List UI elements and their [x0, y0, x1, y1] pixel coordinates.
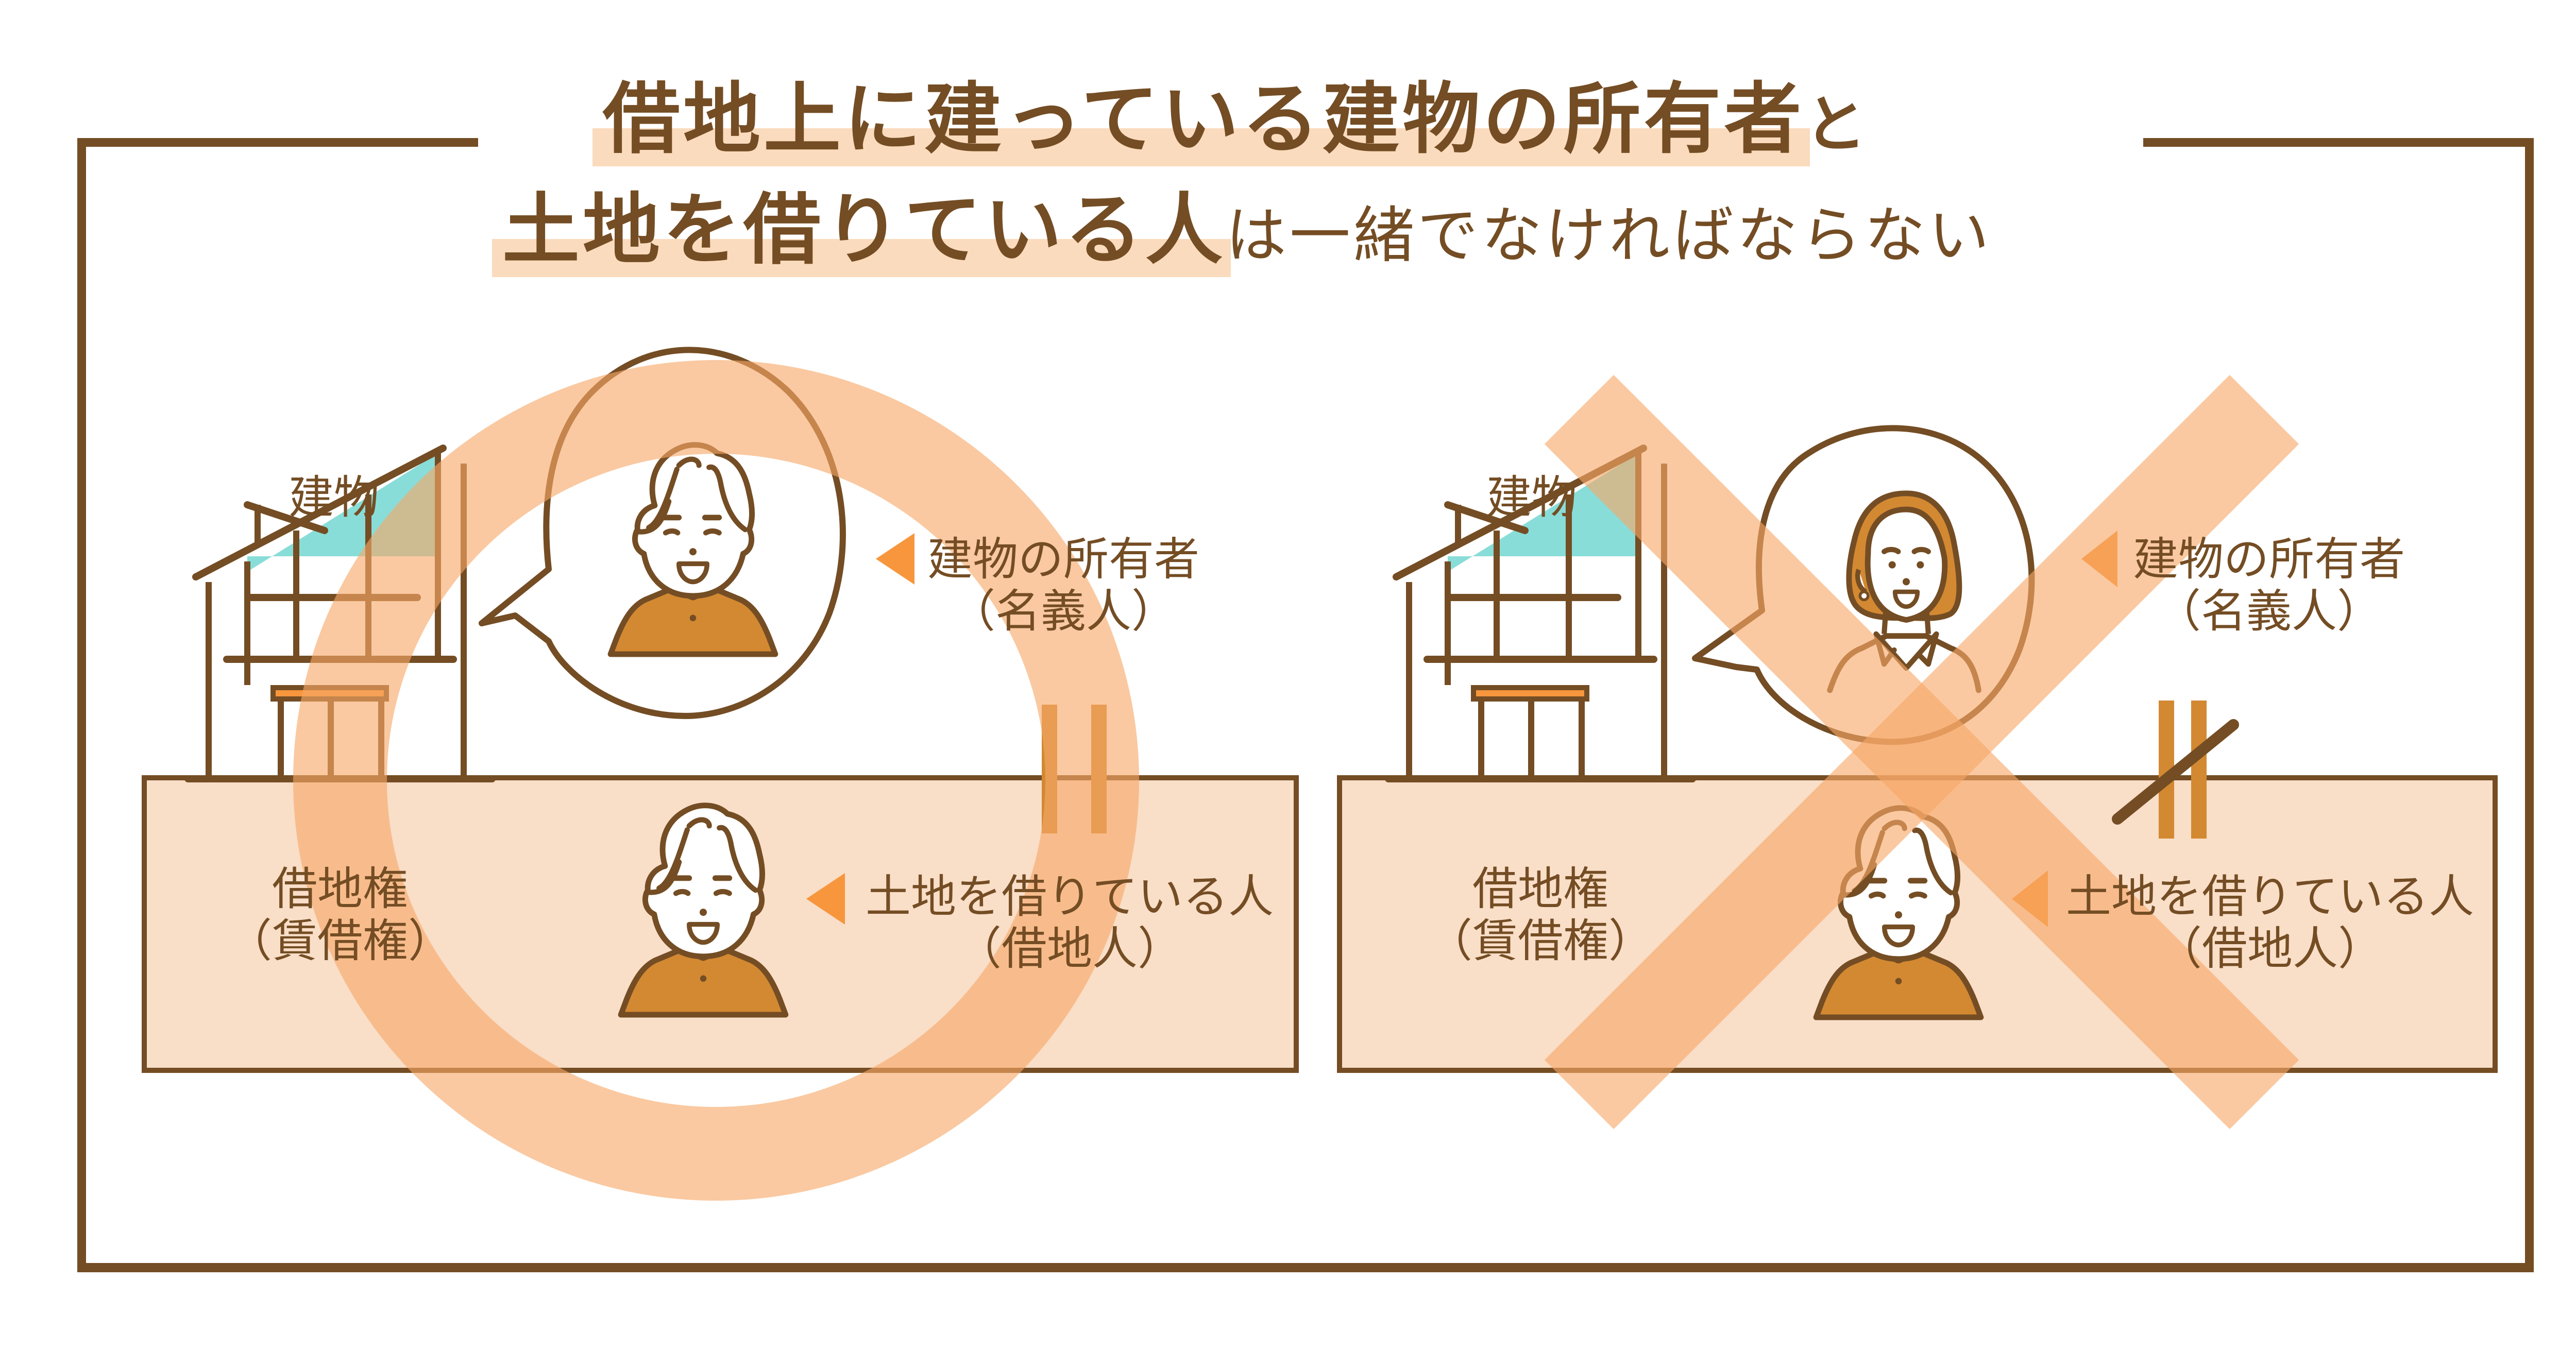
land-right-label: 借地権 （賃借権）	[227, 863, 453, 967]
title-highlight-1: 借地上に建っている建物の所有者	[603, 74, 1805, 164]
title-line-1: 借地上に建っている建物の所有者と	[603, 57, 1870, 168]
tenant-arrow-icon	[806, 873, 845, 925]
land-right-main: 借地権	[1472, 862, 1609, 915]
owner-label-main: 建物の所有者	[927, 533, 1200, 586]
land-right-sub: （賃借権）	[227, 914, 454, 968]
title-highlight-2: 土地を借りている人	[502, 184, 1226, 275]
land-right-label: 借地権 （賃借権）	[1427, 863, 1654, 967]
owner-label-main: 建物の所有者	[2133, 533, 2405, 586]
owner-arrow-icon	[876, 533, 914, 585]
building-label: 建物	[289, 471, 380, 524]
title-rest-1: と	[1804, 88, 1870, 161]
panel-incorrect	[1337, 374, 2498, 1130]
circle-ok-icon	[293, 360, 1139, 1201]
owner-label-sub: （名義人）	[950, 585, 1177, 638]
owner-label: 建物の所有者 （名義人）	[2133, 533, 2405, 638]
tenant-label-main: 土地を借りている人	[2066, 870, 2475, 923]
title-line-2: 土地を借りている人は一緒でなければならない	[502, 167, 1992, 279]
land-right-main: 借地権	[272, 862, 409, 915]
outer-frame	[77, 138, 2534, 1272]
not-equal-icon	[2112, 701, 2239, 839]
tenant-label: 土地を借りている人 （借地人）	[2066, 870, 2474, 975]
tenant-label-sub: （借地人）	[2157, 922, 2384, 976]
building-label: 建物	[1486, 471, 1578, 524]
owner-label-sub: （名義人）	[2156, 585, 2383, 638]
tenant-label: 土地を借りている人 （借地人）	[866, 870, 1274, 975]
owner-label: 建物の所有者 （名義人）	[927, 533, 1200, 638]
land-right-sub: （賃借権）	[1427, 914, 1654, 968]
panel-correct	[142, 347, 1299, 1201]
title-rest-2: は一緒でなければならない	[1226, 200, 1993, 271]
tenant-label-main: 土地を借りている人	[866, 870, 1274, 923]
tenant-label-sub: （借地人）	[956, 922, 1183, 976]
cross-ng-icon	[1544, 374, 2299, 1130]
